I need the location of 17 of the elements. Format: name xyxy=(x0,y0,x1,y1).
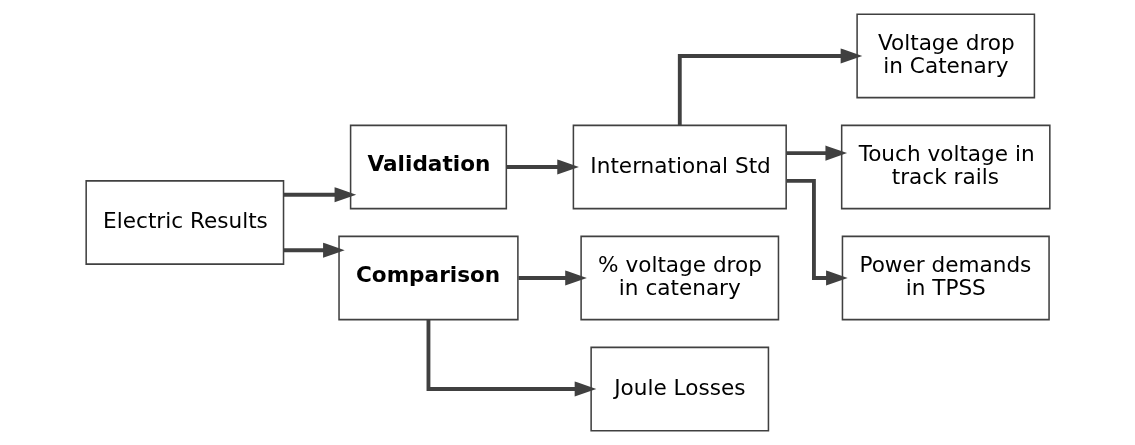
arrow xyxy=(283,187,356,203)
node-box: Touch voltage in track rails xyxy=(840,124,1051,210)
node-box: Validation xyxy=(349,124,507,210)
node-box: Voltage drop in Catenary xyxy=(855,13,1035,99)
node-box: Comparison xyxy=(337,235,519,321)
arrow xyxy=(677,48,862,125)
arrow xyxy=(785,145,847,161)
node-box: % voltage drop in catenary xyxy=(579,235,779,321)
node-box: Electric Results xyxy=(84,180,284,265)
arrow xyxy=(283,242,345,258)
arrow xyxy=(426,320,596,397)
arrow xyxy=(786,178,848,286)
arrow xyxy=(506,159,579,175)
arrow xyxy=(518,270,587,286)
node-box: Joule Losses xyxy=(589,346,769,432)
node-box: Power demands in TPSS xyxy=(841,235,1050,321)
node-box: International Std xyxy=(572,124,787,210)
